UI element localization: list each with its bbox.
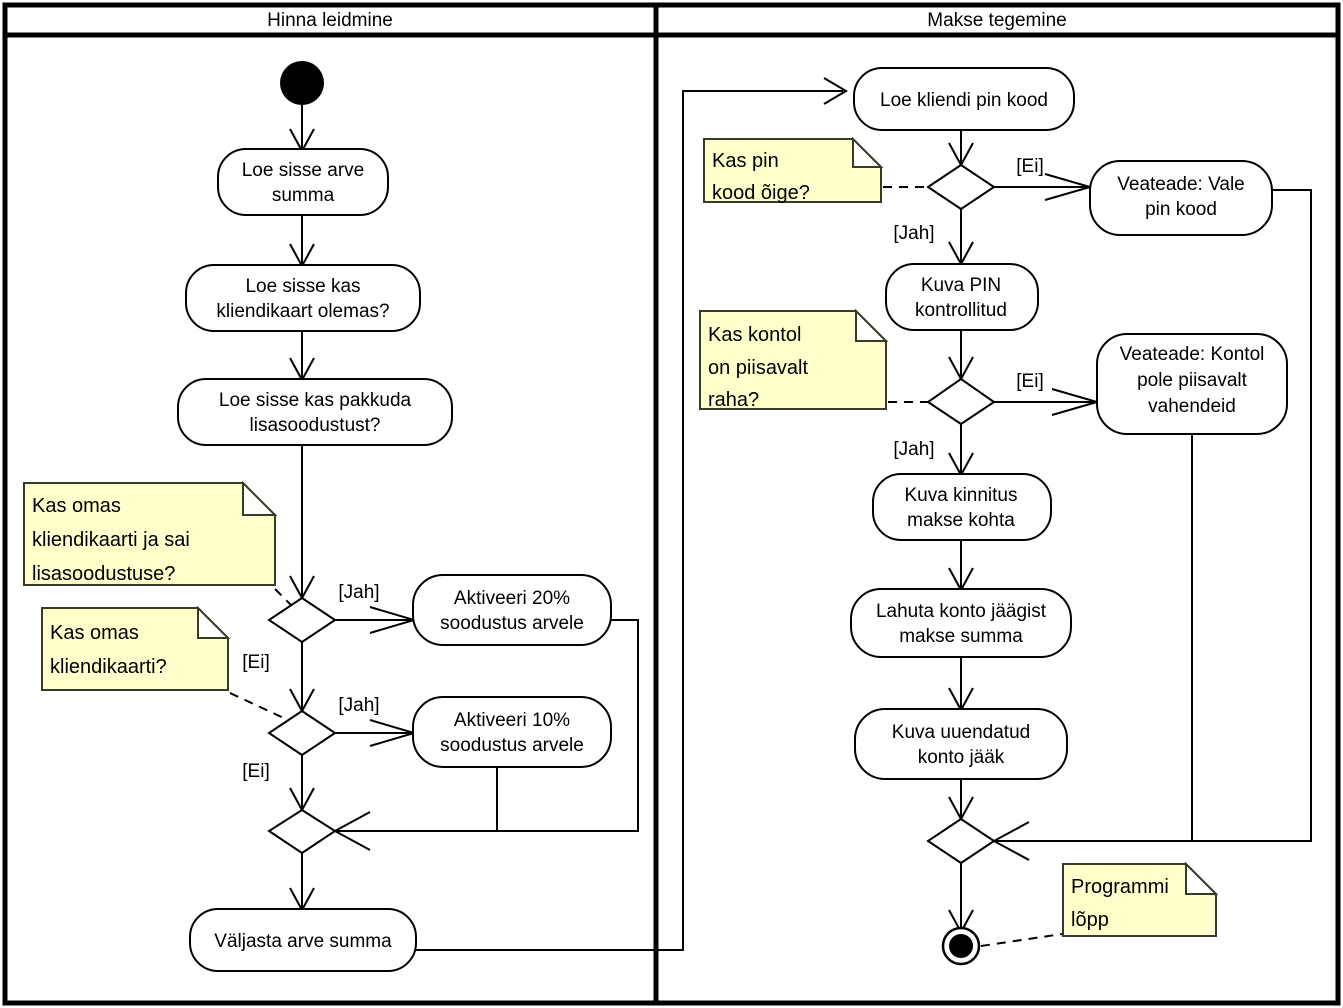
activity-valjasta-arve-summa-label: Väljasta arve summa bbox=[214, 931, 392, 952]
activity-loe-sisse-kas-kliendikaart-olemas-line1: Loe sisse kas bbox=[245, 276, 360, 297]
guard-e1-no: [Ei] bbox=[1016, 156, 1043, 177]
guard-d1-yes: [Jah] bbox=[338, 582, 379, 603]
note-programmi-lopp bbox=[1062, 863, 1217, 937]
initial-node bbox=[280, 61, 324, 105]
note-4-line2: on piisavalt bbox=[708, 357, 809, 379]
note-fold-icon-1 bbox=[242, 480, 278, 516]
activity-loe-sisse-kas-kliendikaart-olemas-line2: kliendikaart olemas? bbox=[216, 301, 389, 322]
note-2-line1: Kas omas bbox=[50, 622, 139, 644]
activity-kuva-kinnitus-line1: Kuva kinnitus bbox=[904, 485, 1017, 506]
activity-veateade-kontol-line2: pole piisavalt bbox=[1137, 370, 1248, 391]
activity-veateade-vale-pin-kood-line2: pin kood bbox=[1145, 199, 1217, 220]
activity-loe-kliendi-pin-kood-label: Loe kliendi pin kood bbox=[880, 90, 1048, 111]
decision-node-kliendikaart bbox=[267, 709, 337, 757]
activity-valjasta-arve-summa bbox=[189, 908, 417, 972]
decision-node-lisasoodustus bbox=[267, 596, 337, 644]
guard-e2-no: [Ei] bbox=[1016, 371, 1043, 392]
activity-loe-sisse-arve-summa-line1: Loe sisse arve bbox=[242, 160, 365, 181]
decision-node-konto-piisavalt bbox=[926, 377, 996, 426]
activity-aktiveeri-20-line2: soodustus arvele bbox=[440, 613, 584, 634]
note-kas-omas-kliendikaarti-ja-sai-lisasoodustuse bbox=[23, 482, 276, 586]
note-3-line1: Kas pin bbox=[712, 150, 779, 172]
note-kas-kontol-on-piisavalt-raha bbox=[699, 310, 887, 410]
note-1-line1: Kas omas bbox=[32, 495, 121, 517]
guard-d2-no: [Ei] bbox=[242, 761, 269, 782]
note-fold-icon-5 bbox=[1185, 861, 1219, 895]
activity-veateade-vale-pin-kood bbox=[1089, 160, 1273, 236]
final-node bbox=[949, 934, 973, 958]
decision-node-pin-kood bbox=[926, 163, 996, 211]
activity-loe-sisse-kas-pakkuda-lisasoodustust bbox=[177, 378, 453, 446]
note-4-line1: Kas kontol bbox=[708, 324, 801, 346]
activity-lahuta-line2: makse summa bbox=[899, 626, 1023, 647]
note-3-line2: kood õige? bbox=[712, 182, 810, 204]
activity-veateade-vale-pin-kood-line1: Veateade: Vale bbox=[1117, 174, 1244, 195]
note-1-line2: kliendikaarti ja sai bbox=[32, 529, 190, 551]
guard-d1-no: [Ei] bbox=[242, 652, 269, 673]
note-link-1 bbox=[274, 588, 292, 606]
note-fold-icon-4 bbox=[855, 308, 889, 342]
activity-loe-sisse-arve-summa-line2: summa bbox=[272, 185, 335, 206]
flow-b2-to-merge2 bbox=[996, 189, 1312, 842]
activity-loe-sisse-kas-pakkuda-lisasoodustust-line2: lisasoodustust? bbox=[250, 415, 381, 436]
activity-kuva-uuendatud-konto-jaak bbox=[854, 708, 1068, 780]
swimlane-title-left: Hinna leidmine bbox=[267, 10, 393, 31]
activity-aktiveeri-20-soodustus-arvele bbox=[412, 574, 612, 646]
activity-veateade-kontol-line3: vahendeid bbox=[1148, 396, 1236, 417]
activity-kuva-pin-kontrollitud-line1: Kuva PIN bbox=[921, 275, 1001, 296]
note-2-line2: kliendikaarti? bbox=[50, 656, 167, 678]
activity-veateade-kontol-line1: Veateade: Kontol bbox=[1120, 344, 1265, 365]
activity-kuva-uuendatud-line1: Kuva uuendatud bbox=[892, 722, 1030, 743]
note-5-line2: lõpp bbox=[1071, 909, 1109, 931]
flow-a4-to-merge bbox=[337, 619, 639, 832]
guard-e1-yes: [Jah] bbox=[893, 223, 934, 244]
activity-kuva-kinnitus-line2: makse kohta bbox=[907, 510, 1015, 531]
note-fold-icon-3 bbox=[852, 136, 884, 168]
note-5-line1: Programmi bbox=[1071, 876, 1169, 898]
activity-kuva-uuendatud-line2: konto jääk bbox=[918, 747, 1005, 768]
note-link-2 bbox=[229, 692, 289, 721]
activity-aktiveeri-10-line2: soodustus arvele bbox=[440, 735, 584, 756]
note-fold-icon-2 bbox=[197, 605, 231, 639]
guard-e2-yes: [Jah] bbox=[893, 439, 934, 460]
note-kas-pin-kood-oige bbox=[703, 138, 882, 203]
activity-lahuta-line1: Lahuta konto jäägist bbox=[876, 601, 1047, 622]
note-1-line3: lisasoodustuse? bbox=[32, 563, 175, 585]
activity-aktiveeri-10-line1: Aktiveeri 10% bbox=[454, 710, 570, 731]
note-kas-omas-kliendikaarti bbox=[41, 607, 229, 691]
swimlane-title-right: Makse tegemine bbox=[927, 10, 1066, 31]
arrowhead-a6-to-b1 bbox=[823, 77, 848, 105]
activity-aktiveeri-20-line1: Aktiveeri 20% bbox=[454, 588, 570, 609]
activity-aktiveeri-10-soodustus-arvele bbox=[412, 696, 612, 768]
flow-a6-to-b1-cross-lane bbox=[416, 90, 843, 951]
note-link-5 bbox=[980, 933, 1063, 947]
merge-node-left bbox=[267, 808, 337, 855]
activity-loe-kliendi-pin-kood bbox=[853, 67, 1075, 131]
note-4-line3: raha? bbox=[708, 389, 759, 411]
merge-node-right bbox=[926, 817, 996, 865]
guard-d2-yes: [Jah] bbox=[338, 695, 379, 716]
activity-loe-sisse-kas-pakkuda-lisasoodustust-line1: Loe sisse kas pakkuda bbox=[219, 390, 412, 411]
activity-kuva-pin-kontrollitud-line2: kontrollitud bbox=[915, 300, 1007, 321]
